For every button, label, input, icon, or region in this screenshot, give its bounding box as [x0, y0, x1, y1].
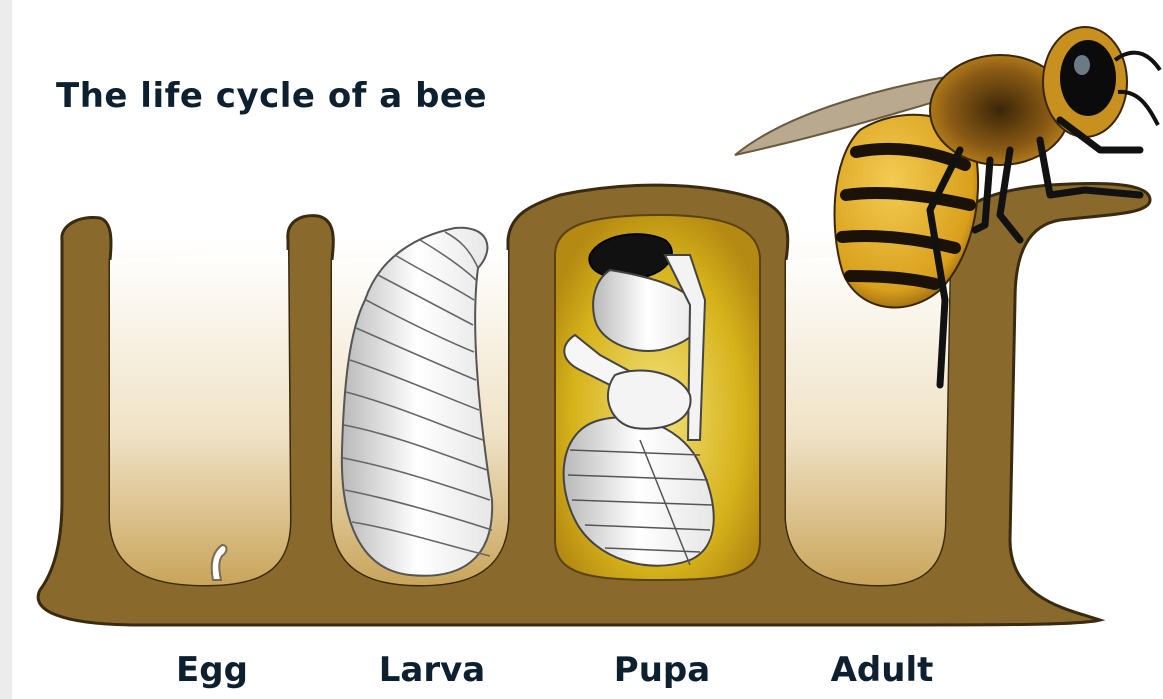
diagram-title: The life cycle of a bee: [56, 76, 487, 116]
stage-label-larva: Larva: [379, 650, 485, 690]
stage-label-egg: Egg: [176, 650, 248, 690]
stage-label-adult: Adult: [831, 650, 934, 690]
stage-label-pupa: Pupa: [614, 650, 710, 690]
pupa-icon: [555, 215, 760, 580]
cell-egg: [110, 250, 290, 585]
